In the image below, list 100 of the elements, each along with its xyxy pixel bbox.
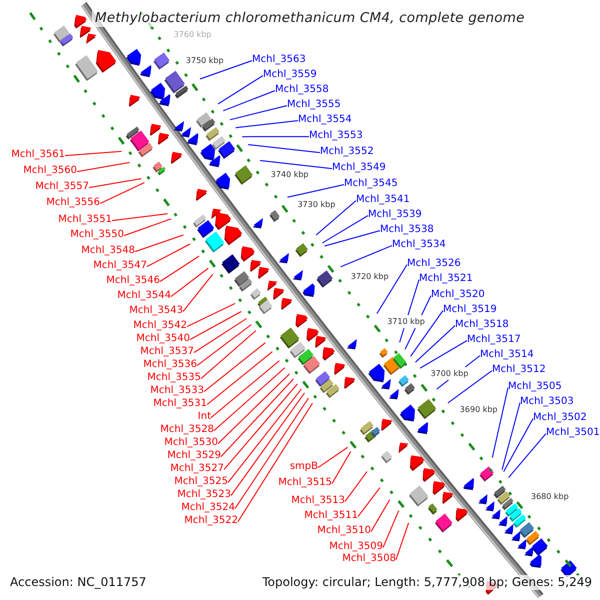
accession-label: Accession: NC_011757 (10, 575, 146, 590)
gene-label: Mchl_3538 (380, 224, 434, 236)
gene-label: Mchl_3502 (533, 412, 587, 424)
gene-label: Mchl_3522 (184, 515, 238, 527)
position-label: 3680 kbp (531, 492, 569, 502)
gene-label: Mchl_3505 (508, 381, 562, 393)
gene-label: Int (198, 411, 211, 423)
gene-label: Mchl_3513 (291, 495, 345, 507)
leader-line (238, 402, 313, 522)
leader-line (218, 373, 290, 444)
leader-line (502, 402, 520, 470)
leader-line (235, 120, 298, 128)
gene-label: smpB (290, 461, 318, 473)
leader-line (214, 367, 286, 432)
gene-label: Mchl_3526 (407, 258, 461, 270)
gene-label: Mchl_3559 (263, 69, 317, 81)
gene-label: Mchl_3523 (177, 489, 231, 501)
gene-label: Mchl_3515 (278, 477, 332, 489)
gene-label: Mchl_3536 (143, 359, 197, 371)
leader-line (186, 302, 236, 328)
leader-line (399, 279, 420, 343)
gene-label: Mchl_3547 (93, 260, 147, 272)
leader-line (324, 230, 380, 246)
leader-line (420, 340, 468, 369)
leader-line (508, 433, 546, 478)
leader-line (134, 234, 184, 252)
gene-label: Mchl_3528 (160, 424, 214, 436)
leader-line (242, 136, 310, 138)
leader-line (318, 446, 348, 468)
gene-label: Mchl_3554 (298, 114, 352, 126)
gene-label: Mchl_3543 (129, 305, 183, 317)
gene-label: Mchl_3541 (356, 194, 410, 206)
leader-line (210, 360, 280, 418)
leader-line (436, 355, 480, 390)
genome-summary: Topology: circular; Length: 5,777,908 bp; Genes: 5,249 (262, 575, 592, 590)
leader-line (160, 256, 200, 282)
gene-label: Mchl_3537 (140, 346, 194, 358)
leader-line (200, 330, 256, 380)
gene-label: Mchl_3533 (150, 385, 204, 397)
gene-label: Mchl_3546 (106, 275, 160, 287)
gene-label: Mchl_3551 (58, 214, 112, 226)
gene-label: Mchl_3524 (181, 502, 235, 514)
leader-line (382, 510, 400, 548)
gene-label: Mchl_3520 (431, 289, 485, 301)
gene-label: Mchl_3563 (252, 54, 306, 66)
leader-line (370, 499, 390, 532)
gene-label: Mchl_3558 (275, 84, 329, 96)
gene-label: Mchl_3561 (11, 149, 65, 161)
gene-label: Mchl_3545 (344, 178, 398, 190)
gene-label: Mchl_3539 (368, 209, 422, 221)
leader-line (124, 218, 172, 236)
gene-label: Mchl_3521 (419, 273, 473, 285)
gene-label: Mchl_3501 (546, 427, 600, 439)
leader-line (190, 311, 242, 340)
leader-line (410, 310, 444, 357)
leader-line (358, 487, 380, 518)
leader-line (287, 184, 344, 198)
leader-line (112, 213, 168, 222)
gene-label: Mchl_3535 (147, 372, 201, 384)
leader-line (88, 178, 142, 188)
position-label: 3700 kbp (430, 368, 468, 378)
leader-line (492, 387, 508, 458)
gene-label: Mchl_3529 (167, 450, 221, 462)
leader-line (204, 342, 266, 392)
gene-label: Mchl_3540 (136, 333, 190, 345)
gene-label: Mchl_3514 (480, 349, 534, 361)
leader-line (332, 450, 352, 484)
gene-label: Mchl_3503 (520, 396, 574, 408)
leader-line (200, 60, 252, 80)
leader-line (194, 318, 248, 354)
leader-line (228, 388, 302, 484)
leader-line (100, 182, 145, 204)
gene-label: Mchl_3549 (332, 162, 386, 174)
leader-line (222, 90, 276, 112)
gene-label: Mchl_3508 (342, 553, 396, 565)
gene-label: Mchl_3553 (309, 130, 363, 142)
leader-line (64, 150, 122, 156)
leader-line (404, 295, 432, 350)
leader-line (248, 144, 320, 154)
leader-line (170, 268, 209, 298)
leader-line (344, 471, 368, 502)
leader-line (234, 398, 309, 510)
position-label: 3710 kbp (387, 316, 425, 327)
leader-line (447, 370, 492, 404)
position-label: 3740 kbp (270, 170, 308, 180)
gene-label: Mchl_3519 (443, 304, 497, 316)
leader-line (76, 162, 130, 172)
gene-label: Mchl_3557 (35, 181, 89, 193)
gene-label: Mchl_3550 (70, 229, 124, 241)
gene-label: Mchl_3544 (117, 290, 171, 302)
leader-line (220, 378, 294, 458)
leader-line (229, 105, 288, 120)
leader-line (396, 522, 410, 560)
leader-line (414, 325, 456, 363)
leader-line (146, 244, 191, 268)
gene-label: Mchl_3548 (81, 245, 135, 257)
leader-line (316, 200, 356, 236)
leader-line (376, 264, 408, 314)
gene-label: Mchl_3534 (392, 239, 446, 251)
gene-label: Mchl_3511 (304, 510, 358, 522)
